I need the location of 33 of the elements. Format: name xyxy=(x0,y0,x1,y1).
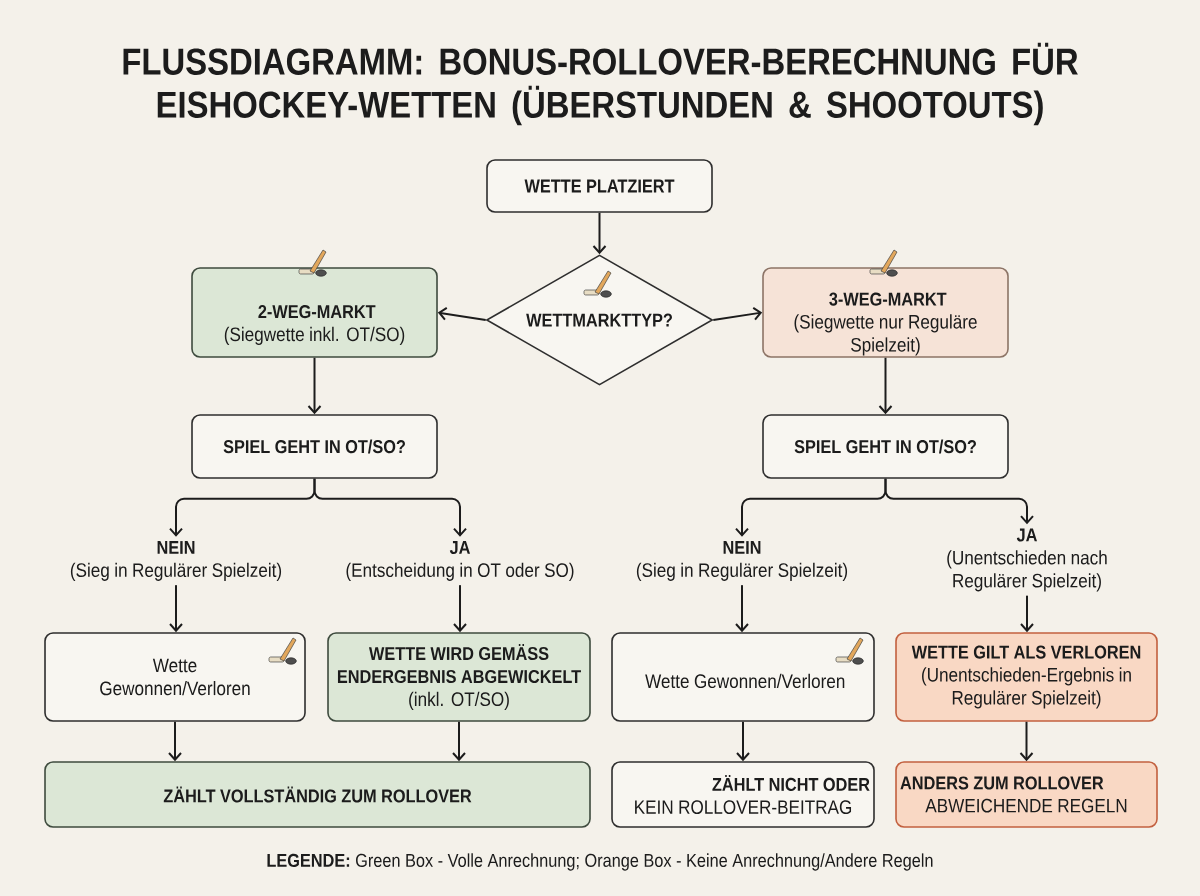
arrow xyxy=(307,356,322,415)
arrow xyxy=(878,356,893,415)
arrow xyxy=(592,211,607,255)
branch-label: NEIN (Sieg in Regulärer Spielzeit) xyxy=(70,541,282,581)
arrow xyxy=(437,306,487,321)
process-box: 2-WEG-MARKT (Siegwette inkl. OT/SO) xyxy=(191,267,438,358)
result-box: Wette Gewonnen/Verloren xyxy=(44,632,306,722)
start-box: WETTE PLATZIERT xyxy=(486,159,713,213)
arrow xyxy=(169,584,183,633)
branch-label: JA (Entscheidung in OT oder SO) xyxy=(346,541,574,581)
arrow xyxy=(736,720,750,762)
result-box: WETTE GILT ALS VERLOREN (Unentschieden-Ergebnis in Regulärer Spielzeit) xyxy=(895,632,1158,722)
arrow xyxy=(884,477,1034,525)
arrow xyxy=(313,477,467,537)
outcome-box: ZÄHLT VOLLSTÄNDIG ZUM ROLLOVER xyxy=(44,761,591,828)
legend-text: LEGENDE: Green Box - Volle Anrechnung; Orange Box - Keine Anrechnung/Andere Regeln xyxy=(267,853,933,871)
question-box: SPIEL GEHT IN OT/SO? xyxy=(191,414,438,479)
question-box: SPIEL GEHT IN OT/SO? xyxy=(762,414,1009,479)
arrow xyxy=(735,584,749,633)
process-box: 3-WEG-MARKT (Siegwette nur Reguläre Spielzeit) xyxy=(762,267,1009,358)
branch-label: NEIN (Sieg in Regulärer Spielzeit) xyxy=(636,541,848,581)
arrow xyxy=(453,584,467,633)
result-box: WETTE WIRD GEMÄSS ENDERGEBNIS ABGEWICKELT (inkl. OT/SO) xyxy=(327,632,591,722)
outcome-box: ANDERS ZUM ROLLOVER ABWEICHENDE REGELN xyxy=(895,761,1158,828)
arrow xyxy=(168,720,182,762)
branch-label: JA (Unentschieden nach Regulärer Spielzeit) xyxy=(947,528,1107,592)
result-box: Wette Gewonnen/Verloren xyxy=(611,632,875,722)
arrow xyxy=(1020,594,1034,633)
arrow xyxy=(1019,720,1034,762)
outcome-box: ZÄHLT NICHT ODER KEIN ROLLOVER-BEITRAG xyxy=(611,761,875,828)
arrow xyxy=(712,306,763,321)
title: FLUSSDIAGRAMM: BONUS-ROLLOVER-BERECHNUNG FÜR EISHOCKEY-WETTEN (ÜBERSTUNDEN & SHOOTOUTS) xyxy=(123,42,1078,126)
arrow xyxy=(452,720,466,762)
